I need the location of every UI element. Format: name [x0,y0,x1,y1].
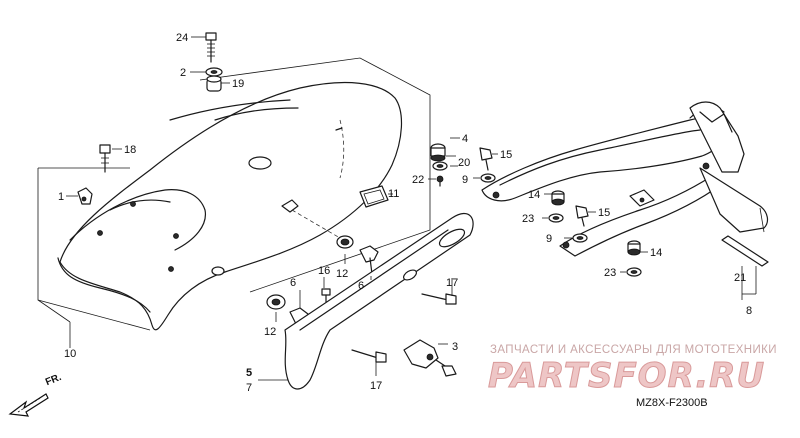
reflector-plate [359,185,389,208]
bolt-16 [321,288,331,303]
callout-9-upper: 9 [462,174,468,186]
grommet-12-lower [266,294,286,310]
callout-3: 3 [452,341,458,353]
bolt-15-right [575,205,589,227]
callout-12-lower: 12 [264,326,276,338]
callout-17-upper: 17 [446,277,458,289]
callout-16: 16 [318,265,330,277]
screw-22 [436,175,444,187]
callout-8: 8 [746,305,752,317]
callout-1: 1 [58,191,64,203]
callout-23-left: 23 [522,213,534,225]
callout-15-right: 15 [598,207,610,219]
clip-1 [77,187,93,205]
callout-6-lower: 6 [290,277,296,289]
grommet-14-left [551,190,565,206]
watermark-caption: ЗАПЧАСТИ И АКСЕССУАРЫ ДЛЯ МОТОТЕХНИКИ [490,344,777,356]
grab-rail-frame [481,101,769,257]
callout-9-right: 9 [546,233,552,245]
leader-lines [66,36,757,381]
bolt-17-upper [421,293,457,305]
callout-5: 5 [246,367,252,379]
callout-11: 11 [388,188,399,200]
bolt-17-lower [351,349,387,363]
front-arrow-icon [8,393,49,417]
callout-10: 10 [64,348,76,360]
callout-2: 2 [180,67,186,79]
grommet-14-right [627,240,641,256]
clip-on-fender [281,199,299,213]
license-light-bracket [403,339,457,377]
washer-23-right [626,267,642,277]
callout-19: 19 [232,78,244,90]
rod-21 [721,235,769,267]
callout-24: 24 [176,32,188,44]
nut-9-upper [480,173,496,183]
rear-fender-body [57,81,403,331]
callout-21: 21 [734,272,746,284]
callout-17-lower: 17 [370,380,382,392]
bolt-15-upper [479,147,493,171]
callout-23-right: 23 [604,267,616,279]
callout-12-upper: 12 [336,268,348,280]
collar-19 [206,75,222,92]
nut-9-right [572,233,588,243]
washer-23-left [548,213,564,223]
alignment-line [291,209,341,239]
callout-15-upper: 15 [500,149,512,161]
grommet-12-upper [336,235,354,249]
watermark-logo: PARTSFOR.RU [487,356,766,397]
bolt-18 [99,144,111,173]
callout-22: 22 [412,174,424,186]
callout-14-left: 14 [528,189,540,201]
washer-2 [205,67,223,77]
callout-18: 18 [124,144,136,156]
callout-14-right: 14 [650,247,662,259]
callout-6-upper: 6 [358,280,364,292]
callout-20: 20 [458,157,470,169]
grommet-4 [430,143,446,162]
tail-bracket [284,212,474,390]
drawing-code: MZ8X-F2300B [636,397,708,409]
callout-labels: 24 2 19 18 1 10 4 20 22 9 15 11 14 23 15… [58,32,752,394]
washer-20 [432,161,448,171]
callout-4: 4 [462,133,468,145]
callout-7: 7 [246,382,252,394]
bolt-24 [205,32,217,63]
